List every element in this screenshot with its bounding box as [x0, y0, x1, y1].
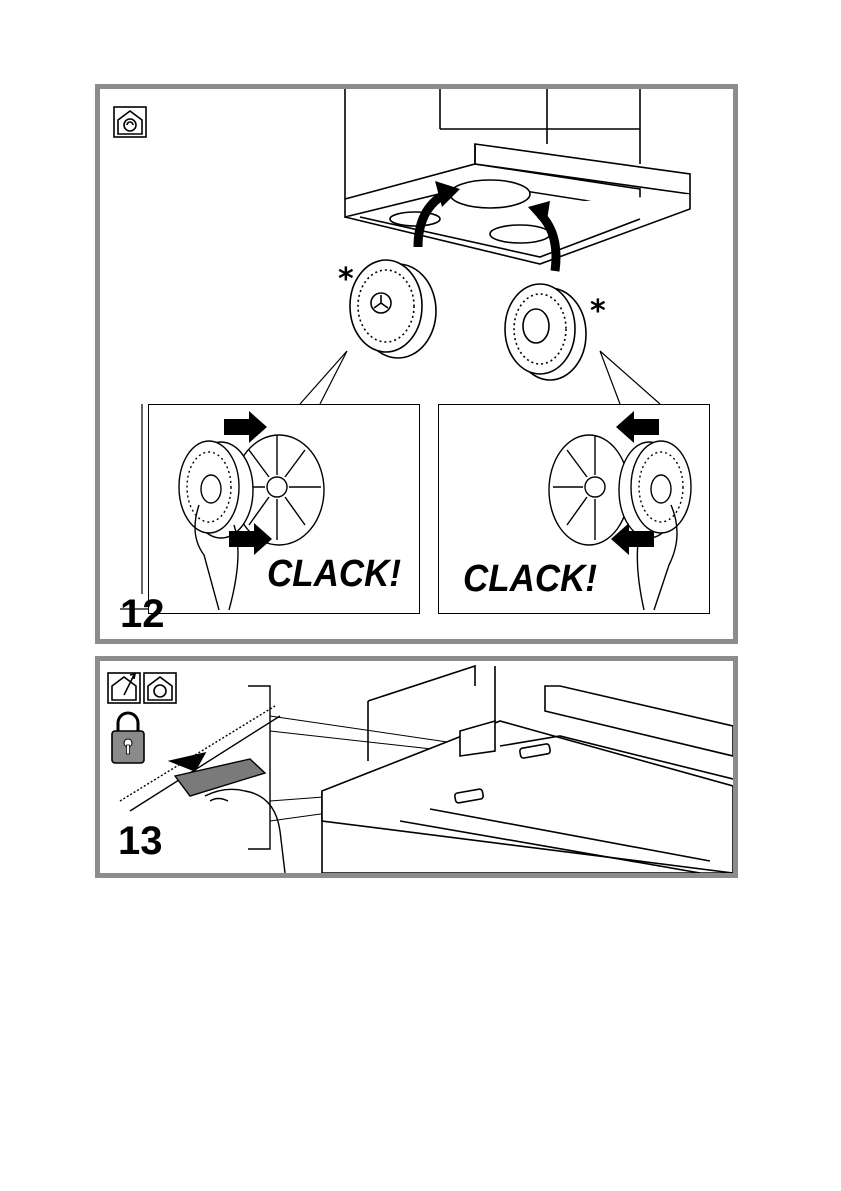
- step-number-13: 13: [118, 821, 163, 861]
- carbon-filter-in-hand: [619, 441, 691, 538]
- recirculation-mode-icon: [144, 673, 176, 703]
- step-number-12: 12: [120, 594, 165, 634]
- asterisk-right: *: [590, 297, 606, 327]
- carbon-filter-right: [505, 284, 586, 380]
- left-inset: CLACK!: [148, 404, 420, 614]
- padlock-icon: [112, 713, 144, 763]
- step-13-panel: 13: [95, 656, 738, 878]
- cooker-hood-underside: [322, 666, 733, 873]
- carbon-filter-left: [350, 260, 436, 358]
- asterisk-left: *: [338, 265, 354, 295]
- extraction-mode-icon: [108, 673, 140, 703]
- step-13-illustration: [100, 661, 733, 873]
- clack-label-left: CLACK!: [267, 555, 401, 593]
- carbon-filter-in-hand: [179, 441, 253, 538]
- step-12-panel: * *: [95, 84, 738, 644]
- fan-wheel-icon: [549, 435, 629, 545]
- recirculation-mode-icon: [114, 107, 146, 137]
- clack-label-right: CLACK!: [463, 560, 597, 598]
- cooker-hood: [345, 89, 690, 264]
- right-inset: CLACK!: [438, 404, 710, 614]
